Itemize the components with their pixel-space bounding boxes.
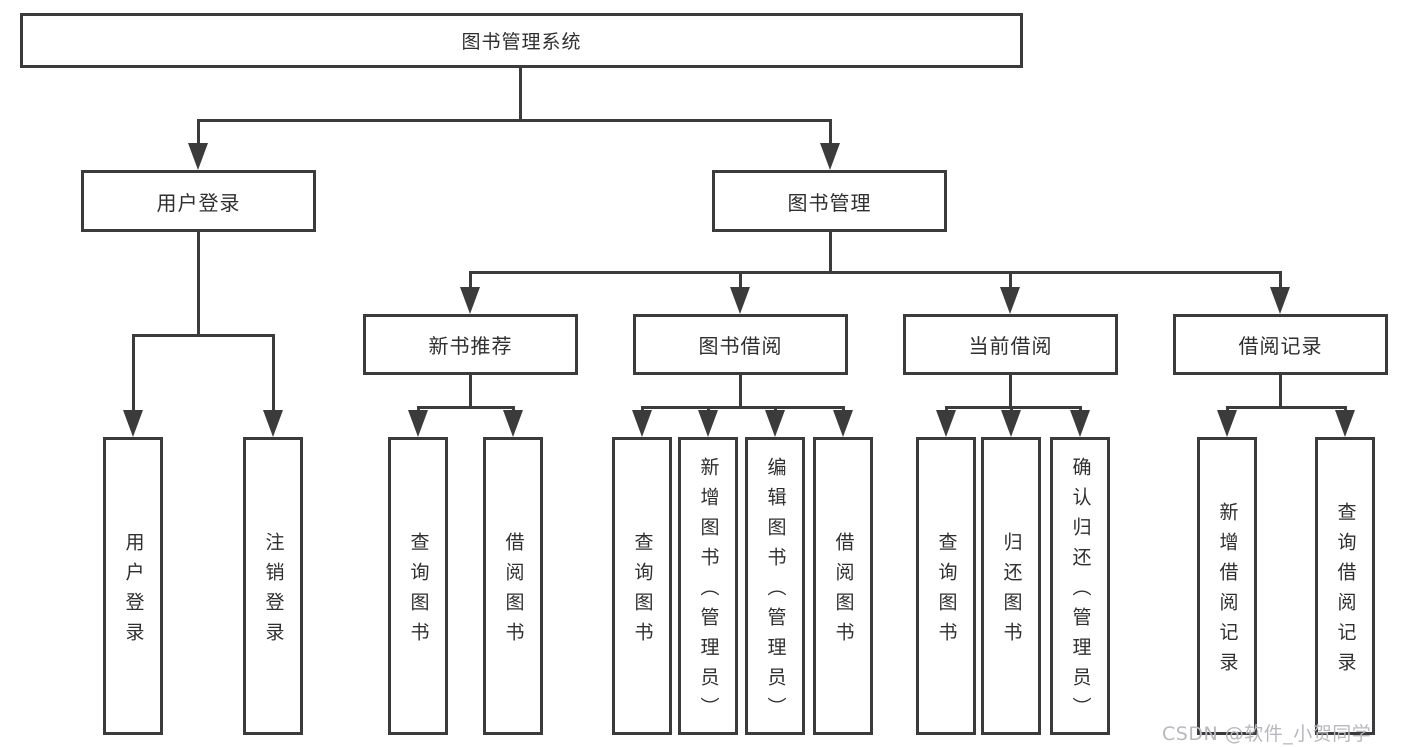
arrow-down-icon: [123, 410, 143, 437]
arrow-down-icon: [188, 143, 208, 170]
arrow-down-icon: [1217, 410, 1237, 437]
node-book-management: 图书管理: [712, 170, 947, 232]
leaf-query-borrow-record: 查询借阅记录: [1315, 437, 1375, 735]
leaf-return-books: 归还图书: [981, 437, 1041, 735]
arrow-down-icon: [936, 410, 956, 437]
node-label: 新书推荐: [428, 334, 513, 358]
node-label: 查询借阅记录: [1334, 501, 1357, 682]
connector-line: [519, 68, 522, 121]
node-book-borrow: 图书借阅: [633, 314, 848, 375]
node-label: 图书借阅: [698, 334, 783, 358]
connector-line: [1009, 375, 1012, 408]
connector-line: [641, 406, 845, 409]
node-root: 图书管理系统: [20, 13, 1023, 68]
leaf-borrow-books-recommend: 借阅图书: [483, 437, 543, 735]
connector-line: [1279, 271, 1282, 290]
arrow-down-icon: [820, 143, 840, 170]
arrow-down-icon: [408, 410, 428, 437]
connector-line: [197, 232, 200, 335]
connector-line: [945, 406, 1081, 409]
leaf-query-books-recommend: 查询图书: [388, 437, 448, 735]
connector-line: [1009, 271, 1012, 290]
arrow-down-icon: [263, 410, 283, 437]
node-label: 用户登录: [156, 190, 241, 215]
node-label: 新增借阅记录: [1216, 501, 1239, 682]
connector-line: [1226, 406, 1346, 409]
node-label: 查询图书: [407, 531, 430, 652]
connector-line: [197, 119, 200, 146]
arrow-down-icon: [503, 410, 523, 437]
leaf-user-login: 用户登录: [103, 437, 163, 735]
connector-line: [132, 334, 135, 412]
arrow-down-icon: [460, 287, 480, 314]
arrow-down-icon: [833, 410, 853, 437]
node-label: 编辑图书（管理员）: [764, 456, 787, 727]
node-label: 借阅图书: [502, 531, 525, 652]
connector-line: [469, 271, 1282, 274]
leaf-confirm-return-admin: 确认归还（管理员）: [1050, 437, 1110, 735]
node-label: 查询图书: [631, 531, 654, 652]
connector-line: [829, 119, 832, 146]
node-label: 图书管理系统: [461, 31, 582, 53]
node-label: 借阅图书: [832, 531, 855, 652]
node-user-login: 用户登录: [81, 170, 316, 232]
watermark: CSDN @软件_小贺同学: [1162, 723, 1372, 745]
connector-line: [197, 119, 831, 122]
connector-line: [1279, 375, 1282, 408]
node-new-book-recommend: 新书推荐: [363, 314, 578, 375]
arrow-down-icon: [1335, 410, 1355, 437]
connector-line: [469, 271, 472, 290]
arrow-down-icon: [698, 410, 718, 437]
node-label: 查询图书: [935, 531, 958, 652]
node-label: 借阅记录: [1238, 334, 1323, 358]
arrow-down-icon: [1000, 287, 1020, 314]
arrow-down-icon: [765, 410, 785, 437]
node-label: 确认归还（管理员）: [1069, 456, 1092, 727]
connector-line: [739, 271, 742, 290]
arrow-down-icon: [1001, 410, 1021, 437]
arrow-down-icon: [1270, 287, 1290, 314]
connector-line: [272, 334, 275, 412]
connector-line: [417, 406, 515, 409]
node-borrow-records: 借阅记录: [1173, 314, 1388, 375]
connector-line: [469, 375, 472, 408]
node-current-borrow: 当前借阅: [903, 314, 1118, 375]
leaf-add-borrow-record: 新增借阅记录: [1197, 437, 1257, 735]
node-label: 当前借阅: [968, 334, 1053, 358]
arrow-down-icon: [632, 410, 652, 437]
node-label: 图书管理: [787, 190, 872, 215]
leaf-logout: 注销登录: [243, 437, 303, 735]
leaf-query-books-current: 查询图书: [916, 437, 976, 735]
connector-line: [132, 334, 275, 337]
node-label: 注销登录: [262, 531, 285, 652]
arrow-down-icon: [1070, 410, 1090, 437]
node-label: 新增图书（管理员）: [697, 456, 720, 727]
leaf-add-books-admin: 新增图书（管理员）: [678, 437, 738, 735]
leaf-borrow-books: 借阅图书: [813, 437, 873, 735]
leaf-query-books-borrow: 查询图书: [612, 437, 672, 735]
connector-line: [739, 375, 742, 408]
node-label: 归还图书: [1000, 531, 1023, 652]
node-label: 用户登录: [122, 531, 145, 652]
leaf-edit-books-admin: 编辑图书（管理员）: [745, 437, 805, 735]
arrow-down-icon: [730, 287, 750, 314]
connector-line: [829, 232, 832, 273]
